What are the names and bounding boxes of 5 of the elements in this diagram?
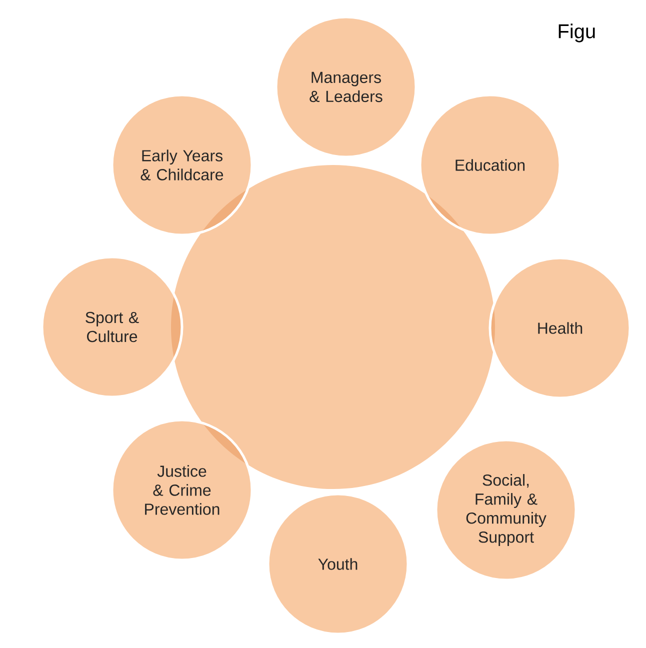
node-label: Health <box>538 322 582 334</box>
node-label: Early Years <box>142 150 222 165</box>
node-label: Prevention <box>145 503 220 515</box>
node-label: Sport & Culture <box>86 312 139 342</box>
figure-label: Figu <box>558 24 595 42</box>
